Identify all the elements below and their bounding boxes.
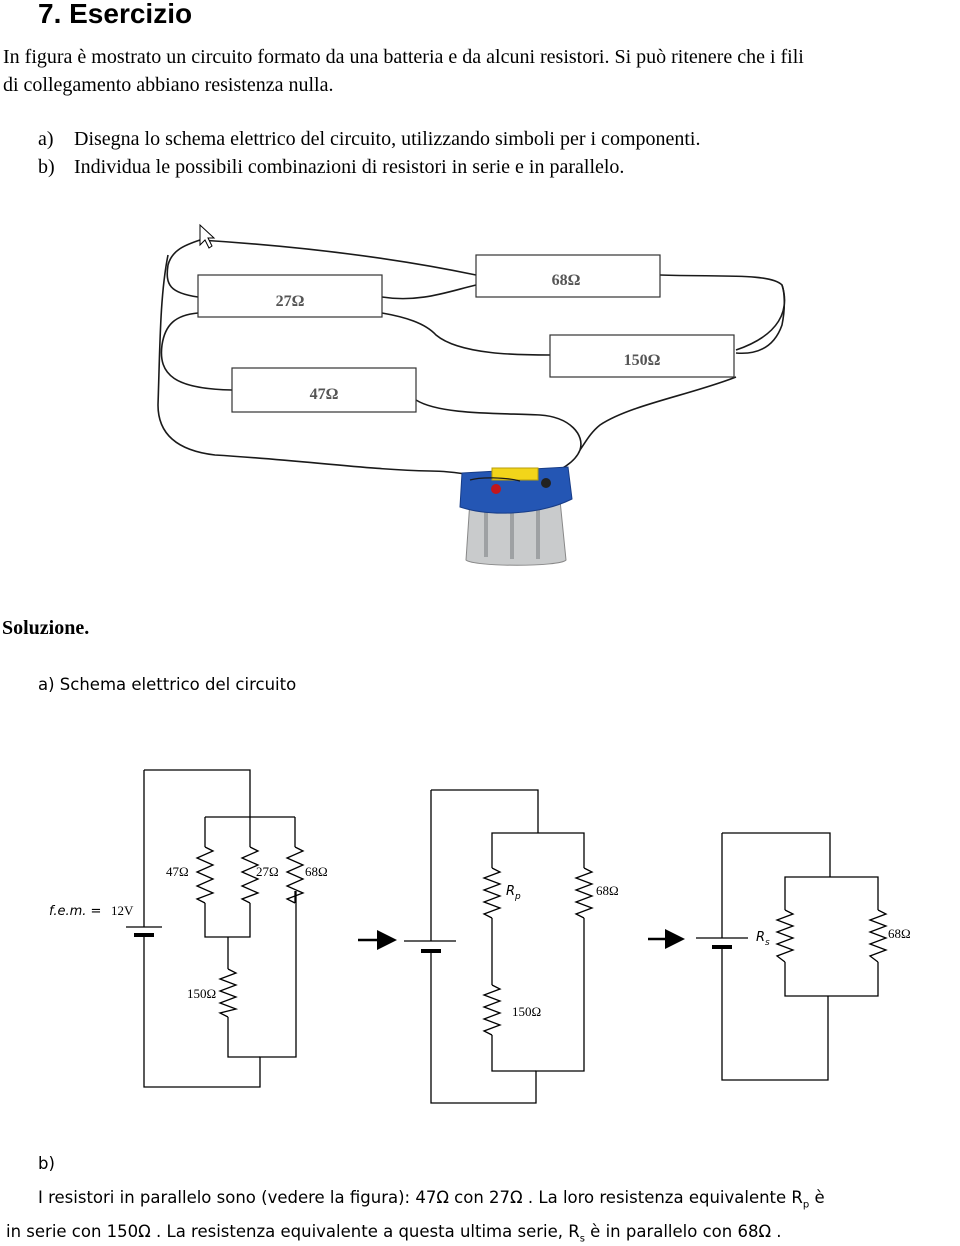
part-b-marker: b)	[38, 1154, 55, 1173]
s1-label-150: 150Ω	[187, 986, 216, 1001]
task-a-marker: a)	[38, 128, 54, 150]
photo-label-47: 47Ω	[310, 386, 339, 403]
task-a-text: Disegna lo schema elettrico del circuito…	[74, 128, 701, 150]
page-title: 7. Esercizio	[38, 0, 193, 29]
circuit-wires	[157, 239, 786, 478]
photo-resistor-27: 27Ω	[197, 274, 383, 318]
circuit-illustration: 27Ω 68Ω 150Ω 47Ω	[157, 223, 786, 566]
s1-label-27: 27Ω	[256, 864, 279, 879]
photo-label-68: 68Ω	[552, 272, 581, 289]
solution-heading: Soluzione.	[2, 617, 90, 639]
rp-label: Rp	[506, 884, 521, 902]
photo-resistor-68: 68Ω	[475, 254, 661, 298]
task-b-marker: b)	[38, 156, 55, 178]
part-b-line-1: I resistori in parallelo sono (vedere la…	[38, 1188, 825, 1211]
s3-label-68: 68Ω	[888, 926, 911, 941]
fem-label: f.e.m. =	[49, 904, 101, 919]
rs-label: Rs	[756, 930, 770, 948]
s1-label-47: 47Ω	[166, 864, 189, 879]
fem-value: 12V	[111, 903, 134, 918]
photo-resistor-150: 150Ω	[549, 334, 735, 378]
photo-label-150: 150Ω	[624, 352, 661, 369]
intro-line-2: di collegamento abbiano resistenza nulla…	[3, 74, 334, 96]
schematic-original	[126, 769, 305, 1088]
mouse-cursor-icon	[199, 223, 216, 249]
s2-label-68: 68Ω	[596, 883, 619, 898]
battery-image	[459, 466, 573, 566]
intro-line-1: In figura è mostrato un circuito formato…	[3, 46, 804, 68]
s1-label-68: 68Ω	[305, 864, 328, 879]
task-b-text: Individua le possibili combinazioni di r…	[74, 156, 625, 178]
part-b-line-2: in serie con 150Ω . La resistenza equiva…	[6, 1222, 782, 1245]
schematics: f.e.m. = 12V 47Ω 27Ω 68Ω 150Ω Rp 68Ω 150…	[49, 769, 911, 1104]
photo-resistor-47: 47Ω	[231, 367, 417, 413]
photo-label-27: 27Ω	[276, 293, 305, 310]
part-a-heading: a) Schema elettrico del circuito	[38, 675, 297, 694]
schematic-reduced-rp	[404, 789, 594, 1104]
schematic-reduced-rs	[696, 832, 888, 1081]
s2-label-150: 150Ω	[512, 1004, 541, 1019]
